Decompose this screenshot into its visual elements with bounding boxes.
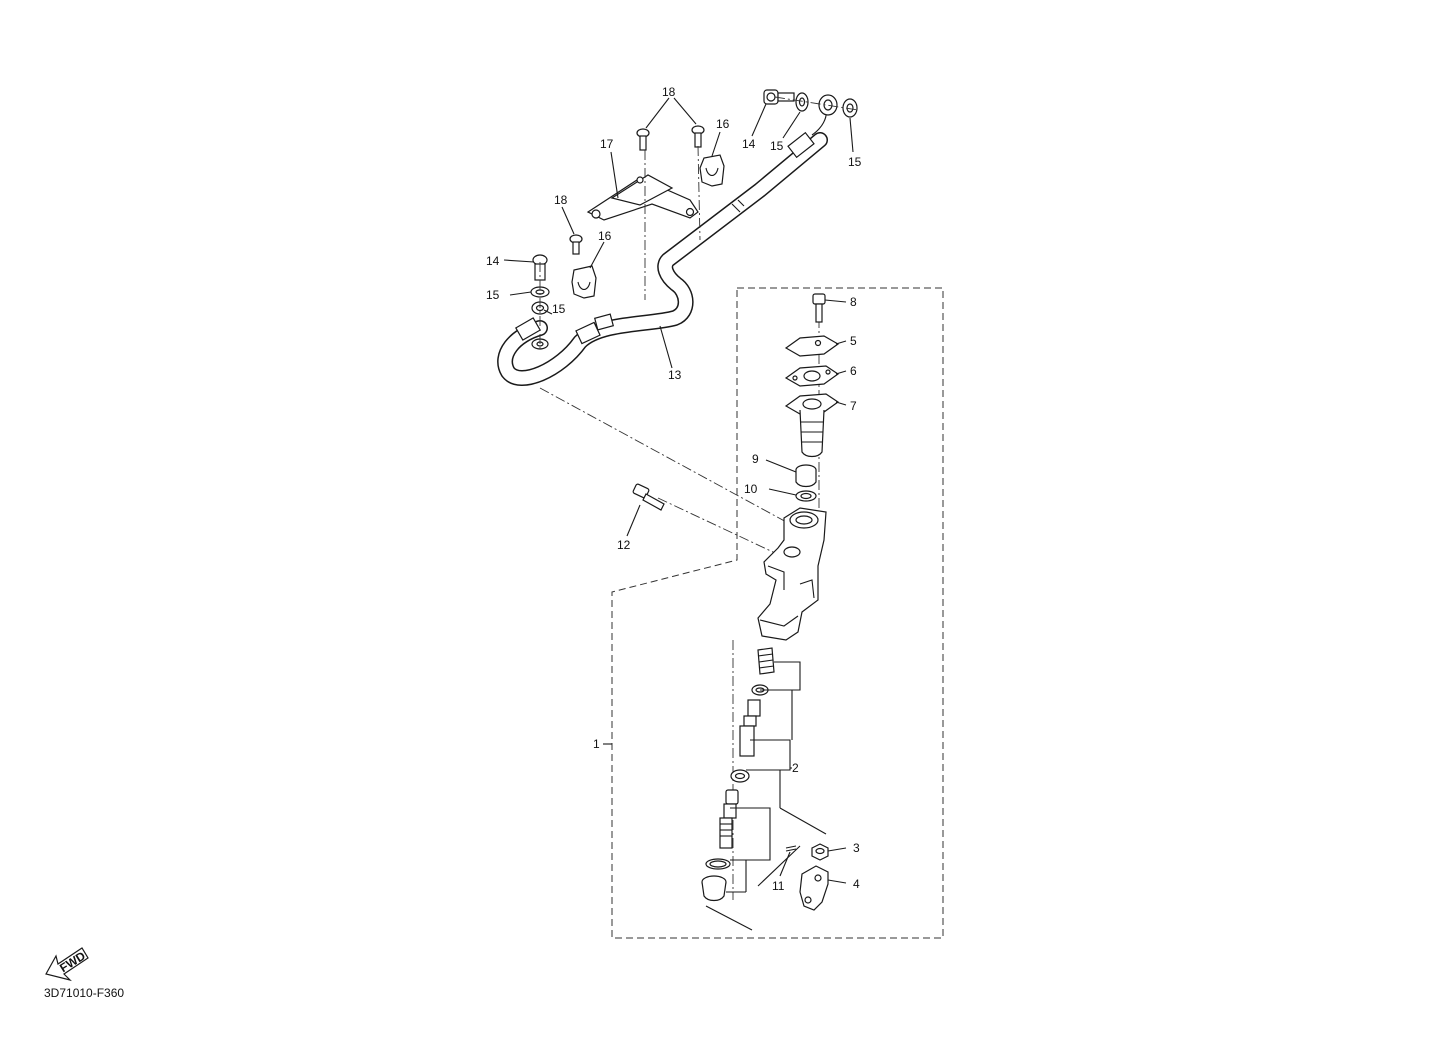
screw-bracket-a xyxy=(636,128,650,151)
callout-5: 5 xyxy=(850,334,857,348)
washer-upper-b xyxy=(842,98,858,118)
callout-labels: 18 17 16 14 15 15 18 16 14 15 15 13 8 5 … xyxy=(486,85,862,893)
callout-3: 3 xyxy=(853,841,860,855)
dust-boot xyxy=(701,875,727,902)
secondary-cup xyxy=(730,769,750,783)
circlip xyxy=(705,858,731,870)
callout-17: 17 xyxy=(600,137,614,151)
clevis xyxy=(799,865,829,911)
banjo-eye-upper xyxy=(818,94,838,116)
callout-11: 11 xyxy=(772,879,785,893)
callout-8: 8 xyxy=(850,295,857,309)
hose-clamp-lower xyxy=(571,265,597,299)
diaphragm xyxy=(784,393,840,458)
reservoir-bushing xyxy=(795,464,817,488)
callout-6: 6 xyxy=(850,364,857,378)
push-rod xyxy=(719,789,739,849)
callout-18-left: 18 xyxy=(554,193,568,207)
piston-spring xyxy=(757,647,775,675)
o-ring-reservoir xyxy=(795,490,817,502)
hose-clamp-upper xyxy=(699,154,725,187)
cap-screw xyxy=(812,293,826,323)
hose-bracket xyxy=(586,174,699,221)
reservoir-cap xyxy=(784,335,840,357)
callout-16-lower: 16 xyxy=(598,229,612,243)
piston xyxy=(739,699,761,757)
cap-plate xyxy=(784,365,840,387)
callout-15-upper-a: 15 xyxy=(770,139,784,153)
callout-15-left-a: 15 xyxy=(486,288,500,302)
callout-18-top: 18 xyxy=(662,85,676,99)
callout-15-upper-b: 15 xyxy=(848,155,862,169)
lock-nut xyxy=(811,843,829,861)
callout-12: 12 xyxy=(617,538,631,552)
assembly-boundary xyxy=(611,287,944,939)
mounting-bolt xyxy=(632,483,665,511)
diagram-code: 3D71010-F360 xyxy=(44,986,124,1000)
callout-7: 7 xyxy=(850,399,857,413)
brake-hose xyxy=(497,107,828,386)
callout-14-left: 14 xyxy=(486,254,500,268)
cotter-pin xyxy=(785,845,797,852)
callout-1: 1 xyxy=(593,737,600,751)
screw-clamp-lower xyxy=(569,234,583,255)
callout-13: 13 xyxy=(668,368,682,382)
master-cylinder-body xyxy=(757,507,827,641)
callout-4: 4 xyxy=(853,877,860,891)
screw-bracket-b xyxy=(691,125,705,148)
callout-9: 9 xyxy=(752,452,759,466)
callout-16-upper: 16 xyxy=(716,117,730,131)
leader-lines xyxy=(503,97,854,884)
callout-10: 10 xyxy=(744,482,758,496)
fwd-arrow-icon: FWD xyxy=(45,947,89,982)
callout-15-left-b: 15 xyxy=(552,302,566,316)
callout-14-upper: 14 xyxy=(742,137,756,151)
banjo-bolt-upper xyxy=(763,89,795,105)
callout-2: 2 xyxy=(792,761,799,775)
washer-upper-a xyxy=(795,92,809,112)
